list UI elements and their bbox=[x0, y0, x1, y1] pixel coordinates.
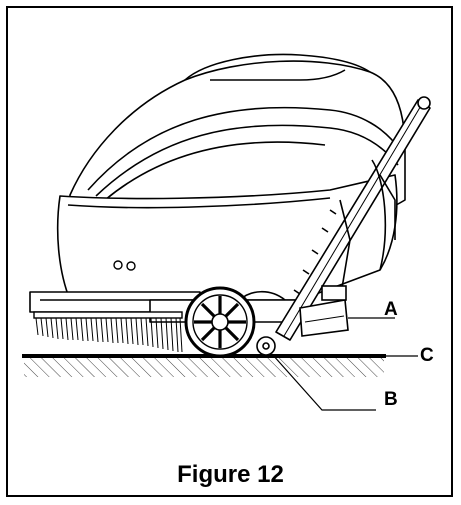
figure-caption: Figure 12 bbox=[177, 461, 284, 488]
handle-bar bbox=[275, 96, 431, 341]
floor bbox=[22, 354, 386, 377]
brush bbox=[33, 311, 183, 353]
callout-b: B bbox=[384, 389, 398, 410]
callout-c: C bbox=[420, 345, 434, 366]
caster-wheel bbox=[256, 336, 276, 356]
leader-lines bbox=[271, 317, 418, 411]
squeegee bbox=[299, 285, 349, 337]
callout-a: A bbox=[384, 299, 398, 320]
wheel bbox=[184, 286, 256, 358]
control-knobs bbox=[113, 260, 136, 271]
machine-body bbox=[29, 53, 406, 323]
